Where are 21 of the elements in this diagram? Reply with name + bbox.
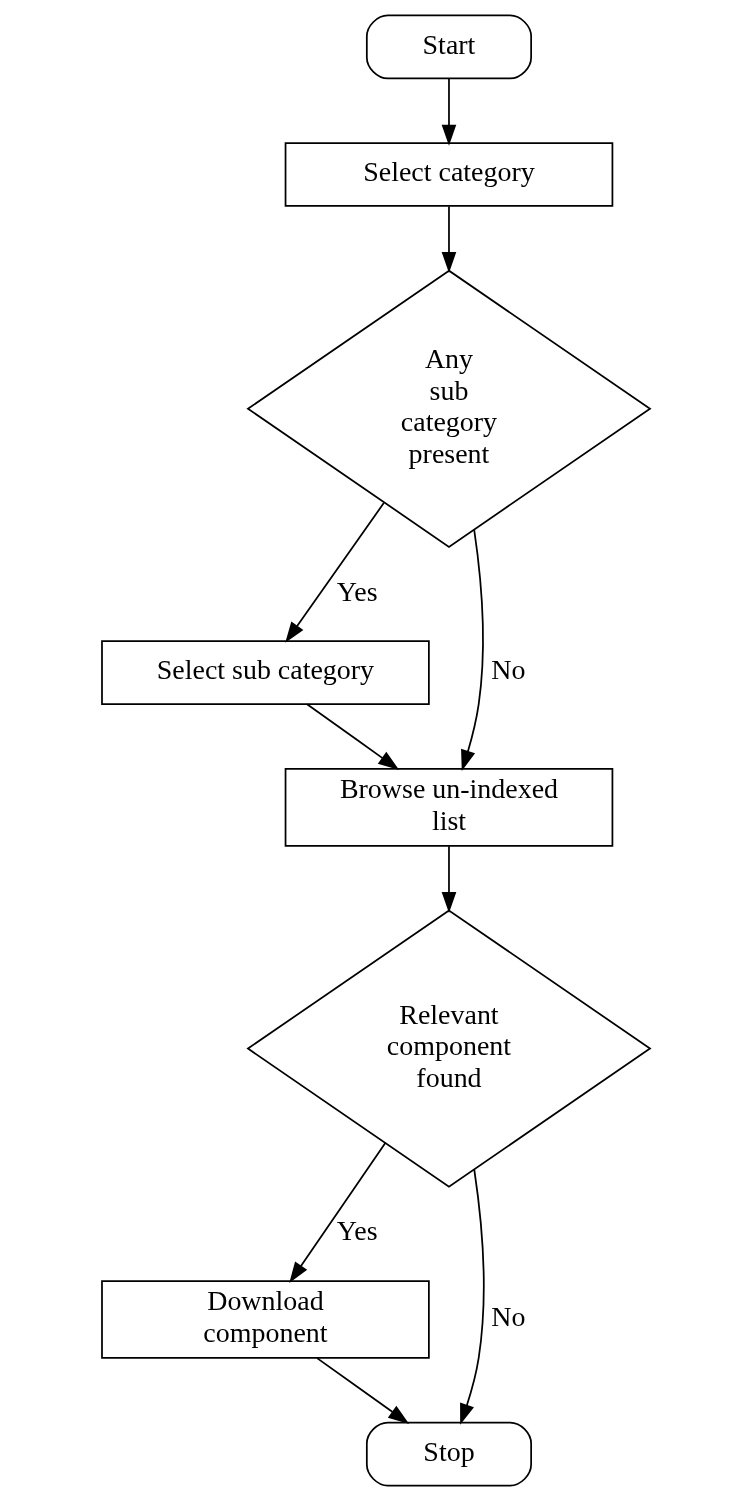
arrow — [461, 529, 484, 772]
node-box: Browse un-indexed list — [284, 767, 614, 847]
edge-label: No — [491, 654, 526, 686]
arrow — [316, 1357, 410, 1424]
arrow — [441, 77, 457, 146]
node-box: Select category — [284, 142, 614, 207]
edge-label: No — [491, 1301, 526, 1333]
arrow — [285, 502, 385, 643]
edge-label: Yes — [336, 575, 378, 607]
node-box: Select sub category — [101, 640, 430, 706]
node-diamond: Any sub category present — [246, 269, 652, 548]
node-box: Start — [365, 14, 532, 80]
arrow — [441, 845, 457, 914]
node-box: Download component — [101, 1280, 430, 1359]
arrow — [460, 1168, 485, 1425]
node-diamond: Relevant component found — [246, 909, 652, 1188]
node-box: Stop — [365, 1421, 532, 1487]
edge-label: Yes — [336, 1215, 378, 1247]
arrow — [289, 1142, 387, 1284]
arrow — [441, 205, 457, 273]
arrow — [306, 703, 400, 770]
